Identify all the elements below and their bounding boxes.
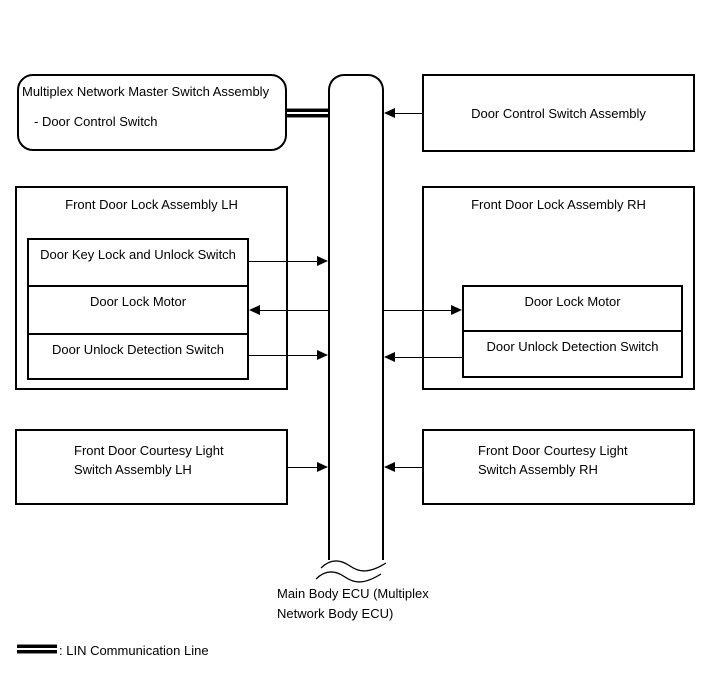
master-switch-label: Multiplex Network Master Switch Assembly [22,84,270,99]
courtesy-lh-line1: Front Door Courtesy Light [74,443,224,458]
arrow-head-right-icon [317,350,328,360]
node-door-unlock-detection-switch-rh: Door Unlock Detection Switch [486,339,659,354]
node-front-door-courtesy-light-switch-assembly-rh: Front Door Courtesy Light Switch Assembl… [422,429,695,505]
node-multiplex-network-master-switch-assembly: Multiplex Network Master Switch Assembly… [17,74,287,151]
node-front-door-courtesy-light-switch-assembly-lh: Front Door Courtesy Light Switch Assembl… [15,429,288,505]
lock-rh-title: Front Door Lock Assembly RH [471,197,646,212]
arrow-line [395,467,422,468]
arrow-line [260,310,328,311]
lock-rh-component-group: Door Lock Motor Door Unlock Detection Sw… [462,285,683,378]
main-body-ecu-bus [328,74,384,560]
arrow-head-right-icon [451,305,462,315]
courtesy-rh-line2: Switch Assembly RH [478,462,598,477]
arrow-line [288,467,318,468]
arrow-head-left-icon [249,305,260,315]
courtesy-lh-line2: Switch Assembly LH [74,462,192,477]
node-door-control-switch-assembly: Door Control Switch Assembly [422,74,695,152]
lock-lh-component-group: Door Key Lock and Unlock Switch Door Loc… [27,238,249,380]
arrow-line [249,261,318,262]
master-switch-sublabel: - Door Control Switch [34,114,158,129]
lin-communication-line-connector [287,108,328,118]
node-door-lock-motor-rh: Door Lock Motor [464,287,681,332]
node-door-unlock-detection-switch-lh: Door Unlock Detection Switch [52,342,224,357]
node-door-lock-motor-lh: Door Lock Motor [29,287,247,335]
main-body-ecu-label: Main Body ECU (Multiplex Network Body EC… [277,584,429,624]
door-control-switch-label: Door Control Switch Assembly [471,105,646,121]
arrow-line [384,310,451,311]
arrow-head-left-icon [384,352,395,362]
arrow-line [249,355,318,356]
arrow-line [395,357,462,358]
bus-break-wave-icon [315,560,387,583]
lock-lh-title: Front Door Lock Assembly LH [65,197,238,212]
arrow-head-left-icon [384,462,395,472]
arrow-line [395,113,423,114]
ecu-label-line2: Network Body ECU) [277,606,394,621]
ecu-label-line1: Main Body ECU (Multiplex [277,586,429,601]
courtesy-rh-line1: Front Door Courtesy Light [478,443,628,458]
arrow-head-right-icon [317,256,328,266]
arrow-head-right-icon [317,462,328,472]
lin-line-legend-swatch-icon [17,644,57,654]
lin-line-legend-label: : LIN Communication Line [59,643,209,658]
arrow-head-left-icon [384,108,395,118]
node-door-key-lock-and-unlock-switch: Door Key Lock and Unlock Switch [29,240,247,287]
